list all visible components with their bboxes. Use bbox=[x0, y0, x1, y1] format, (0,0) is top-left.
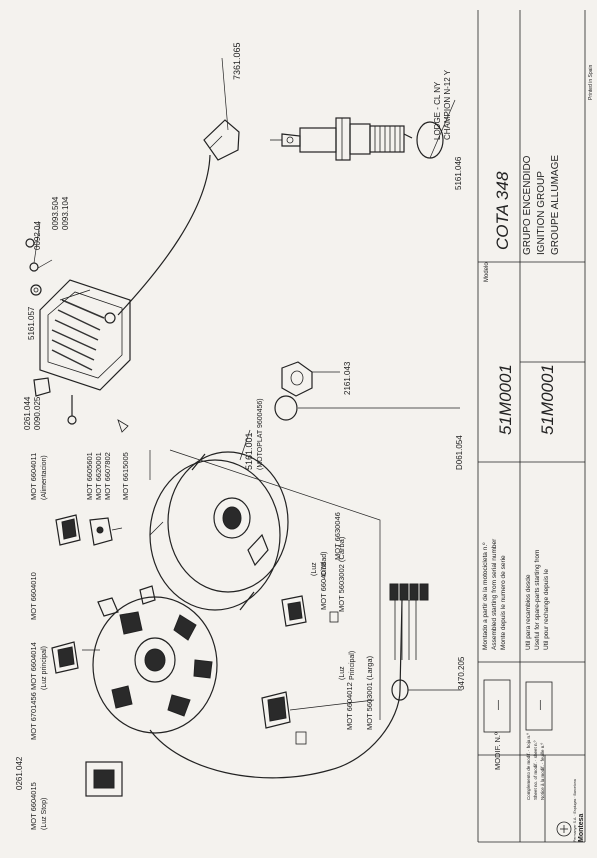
nut-2-number: 2161.043 bbox=[343, 361, 352, 395]
group-title-en: IGNITION GROUP bbox=[536, 171, 547, 255]
stator-screw-number: 0261.042 bbox=[15, 756, 24, 790]
washer-number: 0093.504 bbox=[51, 196, 60, 230]
title-block: Modelo COTA 348 GRUPO ENCENDIDO IGNITION… bbox=[477, 10, 594, 843]
coil-screw-number-a: 0261.044 bbox=[23, 396, 32, 430]
printed-in-note: Printed in Spain bbox=[588, 64, 594, 100]
mot-6607802-label: MOT 6607802 bbox=[103, 452, 112, 500]
coil-mounting-hardware bbox=[25, 221, 42, 296]
cable-clip-number: 3470.205 bbox=[457, 656, 466, 690]
modelo-label: Modelo bbox=[484, 262, 490, 282]
wiring-harness bbox=[149, 599, 403, 779]
mot-5603001-label: MOT 5603001 (Larga) bbox=[365, 655, 374, 730]
plug-type-lodge: LODGE - CL NY bbox=[433, 81, 442, 140]
flywheel-nut bbox=[281, 361, 313, 397]
mot-6604078-label: MOT 6604078 bbox=[319, 562, 328, 610]
coil-top-number: 5161.057 bbox=[27, 306, 36, 340]
serial-number-mounted: 51M0001 bbox=[496, 364, 515, 435]
mot-6604012-sub1: (Luz bbox=[339, 666, 346, 680]
mot-6604015-label: MOT 6604015 bbox=[29, 782, 38, 830]
serial-number-spares: 51M0001 bbox=[538, 364, 557, 435]
mot-6701456-label: MOT 6701456 bbox=[29, 692, 38, 740]
supply-coil bbox=[55, 514, 81, 546]
flywheel-model: (MOTOPLAT 9600456) bbox=[257, 398, 264, 470]
plug-number: 5161.046 bbox=[454, 156, 463, 190]
lighting-coil-bracket bbox=[97, 585, 156, 617]
mot-6604015-sub: (Luz Stop) bbox=[41, 798, 48, 830]
mounted-from-fr: Monte depuis le numero de serie bbox=[500, 555, 507, 650]
stop-light-coil bbox=[85, 761, 123, 797]
mot-5603002-label: MOT 5603002 (Carba) bbox=[337, 536, 346, 612]
mounted-from-es: Montado a partir de la motocicleta n.º bbox=[482, 542, 489, 650]
nut-number: 0093.104 bbox=[61, 196, 70, 230]
connector-block bbox=[389, 583, 429, 601]
plug-type-champion: CHAMPION N-12 Y bbox=[443, 69, 452, 140]
main-light-coil bbox=[51, 641, 79, 674]
modif-label: MODIF. N.º bbox=[493, 732, 502, 770]
stator-plate bbox=[92, 596, 218, 734]
ignition-coil bbox=[33, 279, 131, 397]
ht-lead bbox=[117, 154, 211, 316]
mot-6604010-label: MOT 6604010 bbox=[29, 572, 38, 620]
coil-screw-number-b: 0090.025 bbox=[33, 396, 42, 430]
coil-mounting-screw bbox=[67, 395, 129, 433]
mot-6620001-label: MOT 6620001 bbox=[94, 452, 103, 500]
useful-from-fr: Util pour rechange depuis le bbox=[543, 569, 550, 650]
mot-6605601-label: MOT 6605601 bbox=[85, 452, 94, 500]
mot-6630046-label: MOT 6630046 bbox=[333, 512, 342, 560]
useful-from-en: Useful for spare-parts starting from bbox=[534, 550, 541, 650]
complements-fr: Notice à la modif. · feuille n.º bbox=[540, 742, 545, 800]
flywheel-number: 5161.001 bbox=[244, 432, 254, 470]
model-name: COTA 348 bbox=[493, 171, 512, 250]
spark-plug bbox=[270, 117, 413, 161]
mot-6604011-sub: (Alimentacion) bbox=[41, 455, 48, 500]
spark-plug-cap: 7361.065 bbox=[203, 42, 242, 161]
light-coil-city bbox=[281, 595, 339, 627]
ring-number: D061.054 bbox=[455, 435, 464, 470]
mot-6604078-sub2: Ciudad) bbox=[321, 551, 328, 576]
spark-cap-number: 7361.065 bbox=[232, 42, 242, 80]
complements-en: Sheet no. of modif. · sheet n.º bbox=[533, 740, 538, 800]
mot-6604014-sub: (Luz principal) bbox=[41, 646, 48, 690]
mot-6604078-sub1: (Luz bbox=[311, 562, 318, 576]
mot-6615005-label: MOT 6615005 bbox=[121, 452, 130, 500]
company-subtitle: Permanyer S.A. · Esplugas · Barcelona bbox=[573, 779, 577, 842]
modif-value: — bbox=[493, 700, 504, 710]
flywheel bbox=[149, 451, 289, 611]
company-logo bbox=[556, 821, 572, 837]
main-light-coil-2 bbox=[261, 691, 307, 745]
contact-breaker bbox=[89, 517, 123, 546]
flywheel-washer bbox=[274, 395, 298, 421]
mot-6604011-label: MOT 6604011 bbox=[29, 453, 38, 500]
mot-6604014-label: MOT 6604014 bbox=[29, 642, 38, 690]
group-title-es: GRUPO ENCENDIDO bbox=[522, 155, 533, 255]
mot-6604012-sub2: Principal) bbox=[349, 651, 356, 680]
mounted-from-en: Assembled starting from serial number bbox=[491, 538, 498, 650]
mot-6604012-label: MOT 6604012 bbox=[345, 682, 354, 730]
company-name: Montesa bbox=[578, 814, 585, 843]
group-title-fr: GROUPE ALLUMAGE bbox=[550, 155, 561, 255]
useful-from-es: Util para recambios desde bbox=[525, 574, 532, 650]
complements-es: Complemento de modif. · hoja n.º bbox=[526, 733, 531, 800]
screw-number: 0092.04 bbox=[33, 221, 42, 250]
modif-value-spares: — bbox=[535, 700, 546, 710]
